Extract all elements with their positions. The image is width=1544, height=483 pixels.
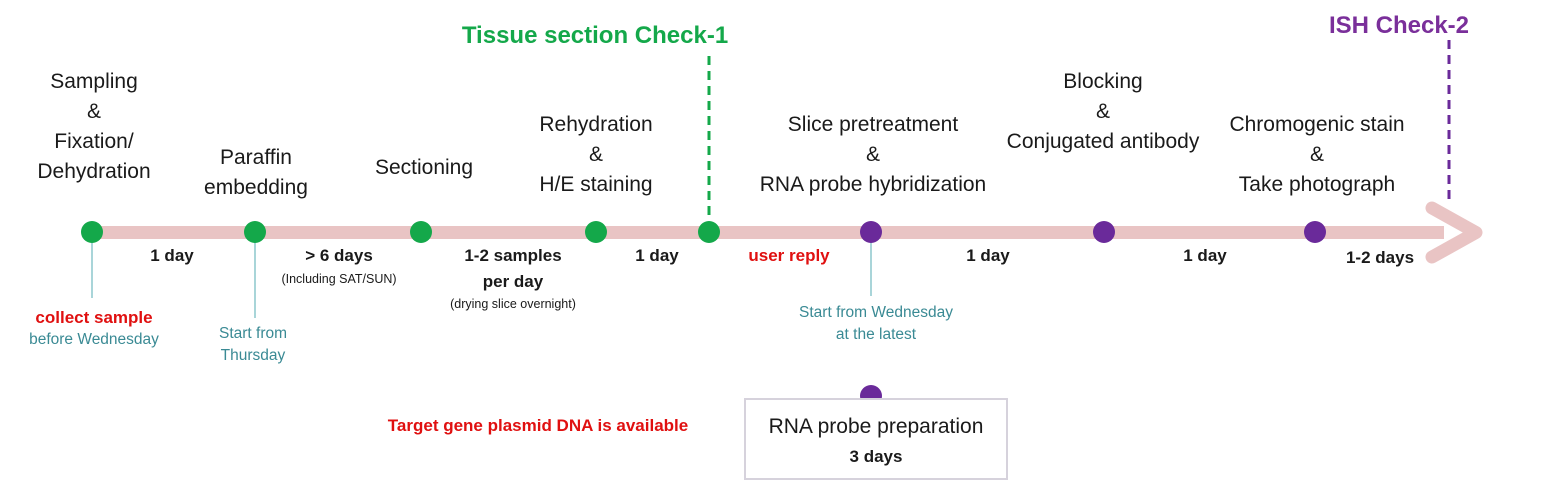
step-sampling-line: Dehydration	[37, 160, 151, 183]
node-sampling	[81, 221, 103, 243]
step-blocking-line: Blocking	[1063, 70, 1143, 93]
step-rehydration-line: H/E staining	[539, 173, 653, 196]
duration-3-line: 1-2 samples	[464, 246, 562, 265]
node-sectioning	[410, 221, 432, 243]
timeline-arrowhead	[1425, 201, 1483, 264]
node-rehydration	[585, 221, 607, 243]
start-thursday-line: Thursday	[220, 347, 286, 364]
duration-2-note: (Including SAT/SUN)	[281, 272, 397, 286]
duration-8: 1-2 days	[1345, 248, 1415, 267]
collect-sample-sub: before Wednesday	[29, 331, 159, 348]
step-sectioning-line: Sectioning	[374, 156, 474, 179]
node-check1	[698, 221, 720, 243]
start-thursday-note: Start from Thursday	[219, 323, 287, 367]
node-chromogenic	[1304, 221, 1326, 243]
duration-4: 1 day	[635, 246, 679, 265]
step-blocking: Blocking & Conjugated antibody	[1007, 67, 1200, 157]
duration-3: 1-2 samples per day	[464, 243, 561, 295]
duration-3-note: (drying slice overnight)	[450, 297, 576, 311]
step-chromogenic-line: Chromogenic stain	[1229, 113, 1405, 136]
step-sectioning: Sectioning	[375, 153, 473, 183]
step-sampling-line: Sampling	[50, 70, 138, 93]
step-paraffin: Paraffin embedding	[204, 143, 308, 203]
node-slice	[860, 221, 882, 243]
node-blocking	[1093, 221, 1115, 243]
step-rehydration-line: &	[588, 143, 604, 166]
timeline-bar	[92, 226, 1444, 239]
probe-preparation-title: RNA probe preparation	[768, 415, 984, 438]
step-sampling-line: Fixation/	[54, 130, 134, 153]
step-paraffin-line: embedding	[204, 176, 308, 199]
step-slice-line: RNA probe hybridization	[759, 173, 987, 196]
step-blocking-line: Conjugated antibody	[1006, 130, 1200, 153]
start-wednesday-line: Start from Wednesday	[799, 304, 953, 321]
step-slice-line: Slice pretreatment	[787, 113, 959, 136]
step-sampling: Sampling & Fixation/ Dehydration	[37, 67, 150, 187]
step-chromogenic-line: &	[1309, 143, 1324, 166]
step-paraffin-line: Paraffin	[219, 146, 292, 169]
check1-title: Tissue section Check-1	[461, 22, 729, 49]
node-paraffin	[244, 221, 266, 243]
duration-6: 1 day	[966, 246, 1010, 265]
start-wednesday-line: at the latest	[835, 326, 917, 343]
step-slice-line: &	[865, 143, 880, 166]
start-wednesday-note: Start from Wednesday at the latest	[799, 302, 953, 346]
step-rehydration-line: Rehydration	[539, 113, 653, 136]
collect-sample-note: collect sample before Wednesday	[29, 307, 159, 351]
probe-preparation-box: RNA probe preparation 3 days	[744, 398, 1008, 480]
step-sampling-line: &	[86, 100, 102, 123]
check2-title: ISH Check-2	[1328, 12, 1470, 39]
plasmid-note: Target gene plasmid DNA is available	[387, 416, 689, 435]
step-slice: Slice pretreatment & RNA probe hybridiza…	[760, 110, 986, 200]
duration-5-user-reply: user reply	[748, 246, 830, 265]
step-chromogenic-line: Take photograph	[1238, 173, 1396, 196]
duration-2: > 6 days	[305, 246, 373, 265]
duration-1: 1 day	[150, 246, 194, 265]
step-rehydration: Rehydration & H/E staining	[539, 110, 652, 200]
start-thursday-line: Start from	[218, 325, 288, 342]
duration-7: 1 day	[1183, 246, 1227, 265]
step-blocking-line: &	[1095, 100, 1110, 123]
step-chromogenic: Chromogenic stain & Take photograph	[1229, 110, 1404, 200]
duration-3-line: per day	[482, 272, 544, 291]
collect-sample-title: collect sample	[35, 308, 153, 327]
probe-preparation-duration: 3 days	[849, 447, 903, 466]
